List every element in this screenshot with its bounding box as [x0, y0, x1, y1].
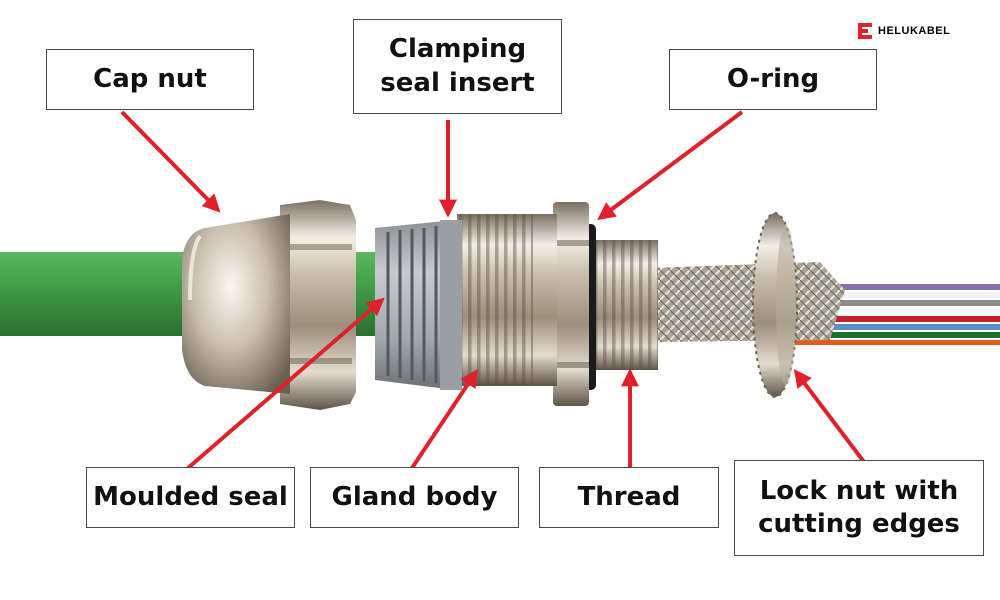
arrow-gland-body [410, 369, 478, 470]
label-gland-body-text: Gland body [331, 481, 498, 512]
helukabel-logo-icon [858, 23, 872, 39]
label-thread: Thread [539, 467, 719, 528]
label-clamping-seal-insert: Clamping seal insert [353, 19, 562, 114]
arrow-o-ring [597, 110, 744, 221]
annotation-arrows [120, 110, 866, 470]
arrow-moulded-seal [186, 297, 385, 470]
label-lock-nut-line2: cutting edges [758, 509, 960, 539]
label-lock-nut-line1: Lock nut with [759, 475, 959, 506]
gland-hex-shape [553, 202, 589, 406]
label-clamping-seal-insert-line2: seal insert [380, 67, 535, 98]
label-o-ring: O-ring [669, 49, 877, 110]
label-moulded-seal-text: Moulded seal [93, 481, 288, 512]
lock-nut-shape [752, 212, 798, 398]
braided-shield [650, 262, 845, 342]
label-thread-text: Thread [577, 481, 681, 512]
cap-nut-hex-shape [280, 200, 356, 410]
cable-wires [780, 284, 1000, 345]
clamping-seal-insert-shape [375, 220, 462, 390]
label-clamping-seal-insert-line1: Clamping [388, 34, 527, 65]
thread-shape [592, 240, 658, 370]
label-gland-body: Gland body [310, 467, 519, 528]
arrow-lock-nut [793, 369, 866, 464]
gland-body-shape [457, 214, 557, 386]
label-moulded-seal: Moulded seal [86, 467, 295, 528]
label-o-ring-text: O-ring [726, 63, 820, 94]
label-cap-nut-text: Cap nut [93, 63, 207, 94]
label-lock-nut: Lock nut with cutting edges [734, 460, 984, 556]
arrow-cap-nut [120, 110, 221, 213]
brand-name: HELUKABEL [878, 25, 951, 37]
brand-logo: HELUKABEL [858, 20, 950, 42]
cap-nut-dome-shape [182, 214, 290, 394]
label-cap-nut: Cap nut [46, 49, 254, 110]
